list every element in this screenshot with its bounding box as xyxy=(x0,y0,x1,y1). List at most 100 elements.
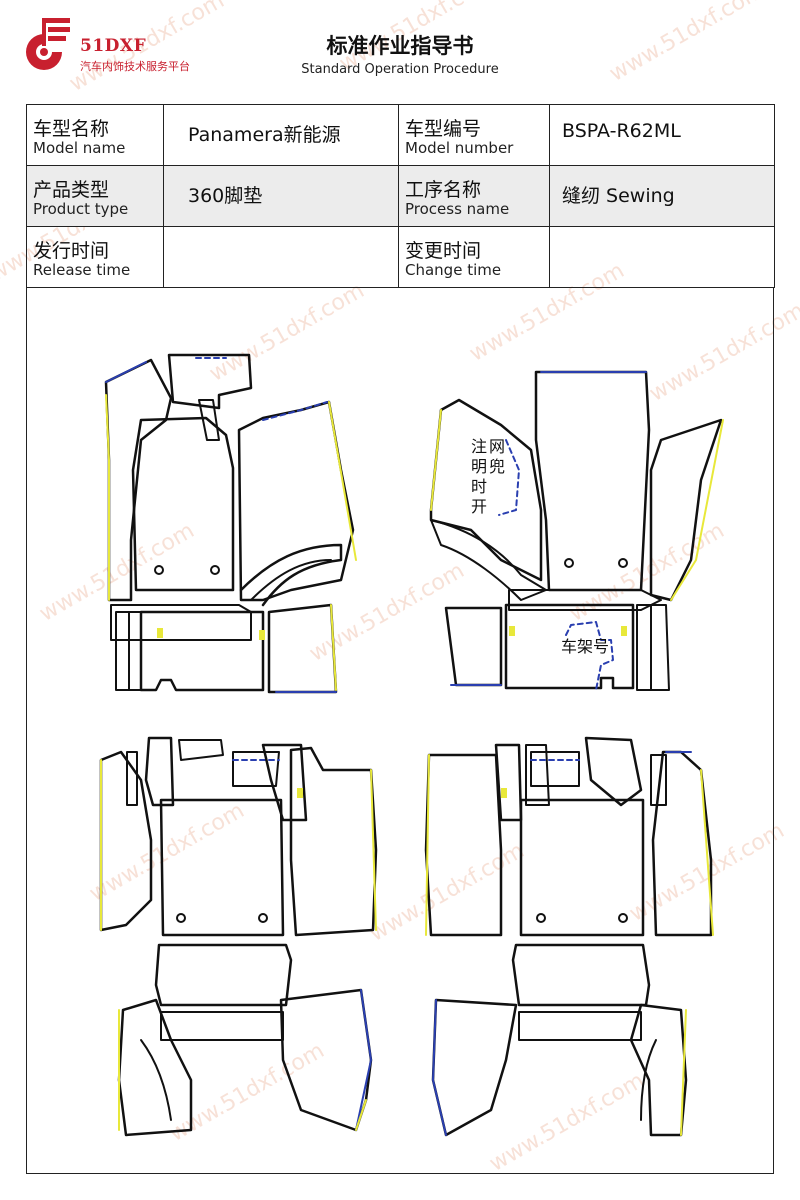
pattern-piece xyxy=(104,358,173,602)
pattern-piece xyxy=(508,589,662,611)
yellow-edge xyxy=(680,1009,687,1136)
grommet-hole xyxy=(154,565,164,575)
net-pocket-note-char: 时 xyxy=(471,477,487,496)
pattern-group-top-left xyxy=(104,353,357,694)
yellow-edge xyxy=(670,419,724,601)
dashed-stitch xyxy=(262,401,328,421)
pattern-piece xyxy=(140,1039,172,1121)
pattern-piece xyxy=(198,399,220,441)
grommet-hole xyxy=(258,913,268,923)
info-label-cell: 工序名称 Process name xyxy=(398,165,550,227)
field-label-en: Process name xyxy=(405,200,510,218)
yellow-edge xyxy=(328,401,357,561)
info-value-cell: BSPA-R62ML xyxy=(549,104,775,166)
pattern-piece xyxy=(649,418,723,602)
pattern-group-bottom-right xyxy=(424,736,714,1137)
page-title: 标准作业指导书 xyxy=(326,34,474,58)
grommet-hole xyxy=(536,913,546,923)
yellow-edge xyxy=(355,1099,367,1131)
pattern-piece xyxy=(534,370,651,592)
info-value-cell xyxy=(549,226,775,288)
yellow-tab xyxy=(157,628,163,638)
blue-edge xyxy=(355,989,372,1131)
pattern-piece xyxy=(429,398,543,582)
yellow-tab xyxy=(297,788,303,798)
info-row: 车型名称 Model name Panamera新能源 车型编号 Model n… xyxy=(26,104,775,166)
field-value: 360脚垫 xyxy=(188,185,263,207)
pattern-piece xyxy=(117,998,193,1137)
pattern-piece xyxy=(139,610,265,692)
pattern-piece xyxy=(650,604,670,691)
pattern-piece xyxy=(144,736,175,807)
pattern-piece xyxy=(178,739,224,761)
yellow-tab xyxy=(509,626,515,636)
pattern-piece xyxy=(167,353,253,410)
net-pocket-note-char: 开 xyxy=(471,497,487,516)
info-row: 发行时间 Release time 变更时间 Change time xyxy=(26,226,775,288)
field-value: 缝纫 Sewing xyxy=(562,185,675,207)
grommet-hole xyxy=(176,913,186,923)
pattern-diagram: 注 网 明 兜 时 开 车架号 xyxy=(26,288,774,1174)
pattern-group-bottom-left xyxy=(99,736,378,1137)
pattern-piece xyxy=(131,416,235,592)
yellow-edge xyxy=(105,394,110,601)
pattern-piece xyxy=(511,943,651,1007)
pattern-piece xyxy=(525,744,550,806)
field-label-en: Change time xyxy=(405,261,502,279)
field-label-cn: 车型编号 xyxy=(405,118,482,140)
pattern-piece xyxy=(115,611,130,691)
brand-logo-icon xyxy=(26,18,70,70)
net-pocket-note-char: 兜 xyxy=(489,457,505,476)
pattern-piece xyxy=(431,998,518,1137)
info-label-cell: 发行时间 Release time xyxy=(26,226,164,288)
field-label-cn: 产品类型 xyxy=(33,179,110,201)
dashed-stitch xyxy=(498,439,520,516)
blue-edge xyxy=(105,361,147,383)
field-label-cn: 发行时间 xyxy=(33,240,110,262)
frame-number-note: 车架号 xyxy=(561,637,609,656)
pattern-piece xyxy=(154,943,293,1007)
blue-edge xyxy=(432,999,447,1136)
yellow-edge xyxy=(430,409,442,511)
pattern-piece xyxy=(629,1003,688,1137)
field-label-en: Model name xyxy=(33,139,126,157)
net-pocket-note-char: 明 xyxy=(471,457,487,476)
pattern-piece xyxy=(99,750,153,932)
net-pocket-note-char: 网 xyxy=(489,437,505,456)
brand-tagline: 汽车内饰技术服务平台 xyxy=(80,60,190,73)
field-label-cn: 车型名称 xyxy=(33,118,110,140)
pattern-piece xyxy=(424,753,503,937)
yellow-edge xyxy=(425,754,430,936)
pattern-piece xyxy=(110,604,252,641)
info-value-cell: Panamera新能源 xyxy=(163,104,399,166)
pattern-piece xyxy=(518,1011,642,1041)
pattern-piece xyxy=(159,798,285,937)
yellow-edge xyxy=(370,769,377,931)
pattern-piece xyxy=(267,603,338,694)
field-label-cn: 工序名称 xyxy=(405,179,482,201)
pattern-piece xyxy=(640,1039,657,1121)
info-value-cell: 缝纫 Sewing xyxy=(549,165,775,227)
yellow-tab xyxy=(501,788,507,798)
yellow-tab xyxy=(621,626,627,636)
grommet-hole xyxy=(618,558,628,568)
dashed-stitch xyxy=(565,621,614,691)
pattern-piece xyxy=(261,743,308,822)
yellow-edge xyxy=(330,604,337,691)
pattern-piece xyxy=(650,754,667,806)
info-label-cell: 变更时间 Change time xyxy=(398,226,550,288)
info-label-cell: 车型编号 Model number xyxy=(398,104,550,166)
pattern-piece xyxy=(444,606,503,687)
net-pocket-note-char: 注 xyxy=(471,437,487,456)
pattern-piece xyxy=(279,988,373,1132)
field-value: BSPA-R62ML xyxy=(562,120,681,142)
grommet-hole xyxy=(564,558,574,568)
pattern-piece xyxy=(237,400,355,602)
pattern-piece xyxy=(584,736,643,807)
info-value-cell: 360脚垫 xyxy=(163,165,399,227)
field-label-en: Release time xyxy=(33,261,131,279)
pattern-piece xyxy=(126,751,138,806)
pattern-piece xyxy=(530,751,580,787)
floor-mat-pattern-drawing: 注 网 明 兜 时 开 车架号 xyxy=(99,353,724,1137)
yellow-tab xyxy=(259,630,265,640)
